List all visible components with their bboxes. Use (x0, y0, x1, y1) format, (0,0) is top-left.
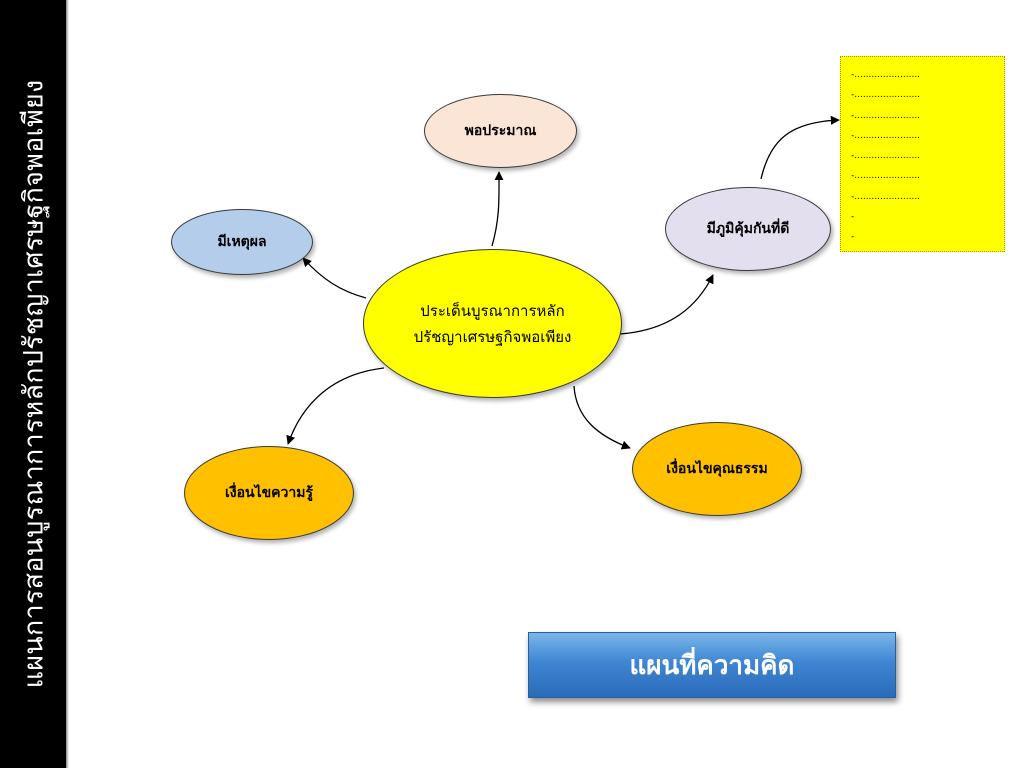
detail-box: -....................... -..............… (840, 56, 1005, 252)
detail-line: -....................... (851, 70, 921, 80)
morality-label: เงื่อนไขคุณธรรม (666, 461, 768, 477)
immunity-node: มีภูมิคุ้มกันที่ดี (665, 187, 831, 271)
banner-title: แผนที่ความคิด (629, 650, 795, 681)
detail-line: -....................... (851, 171, 921, 182)
immunity-label: มีภูมิคุ้มกันที่ดี (706, 221, 790, 237)
center-node-line1: ประเด็นบูรณาการหลัก (420, 301, 565, 320)
detail-line: -....................... (851, 191, 921, 202)
detail-line: -....................... (851, 90, 921, 101)
center-node-line2: ปรัชญาเศรษฐกิจพอเพียง (413, 327, 572, 346)
arrow-to-reasonableness (302, 257, 367, 299)
title-banner: แผนที่ความคิด (528, 632, 896, 698)
detail-line: - (851, 232, 855, 243)
reasonableness-node: มีเหตุผล (171, 209, 313, 275)
arrow-to-moderation (491, 171, 504, 247)
knowledge-node: เงื่อนไขความรู้ (184, 446, 354, 540)
side-bar-edge (66, 0, 69, 768)
arrow-to-immunity (619, 274, 714, 335)
detail-line: - (851, 212, 855, 223)
detail-line: -....................... (851, 110, 921, 121)
reasonableness-label: มีเหตุผล (217, 234, 267, 250)
moderation-node: พอประมาณ (424, 94, 577, 168)
center-node: ประเด็นบูรณาการหลัก ปรัชญาเศรษฐกิจพอเพีย… (363, 249, 622, 398)
knowledge-label: เงื่อนไขความรู้ (224, 485, 314, 501)
arrow-to-detail-box (760, 115, 840, 180)
morality-node: เงื่อนไขคุณธรรม (632, 422, 802, 516)
arrow-to-knowledge (286, 367, 385, 445)
moderation-label: พอประมาณ (464, 123, 537, 139)
arrow-to-morality (573, 385, 631, 450)
detail-line: -....................... (851, 151, 921, 162)
detail-line: -....................... (851, 130, 921, 141)
side-title-bar: แผนการสอนบูรณาการหลักปรัชญาเศรษฐกิจพอเพี… (0, 0, 66, 768)
